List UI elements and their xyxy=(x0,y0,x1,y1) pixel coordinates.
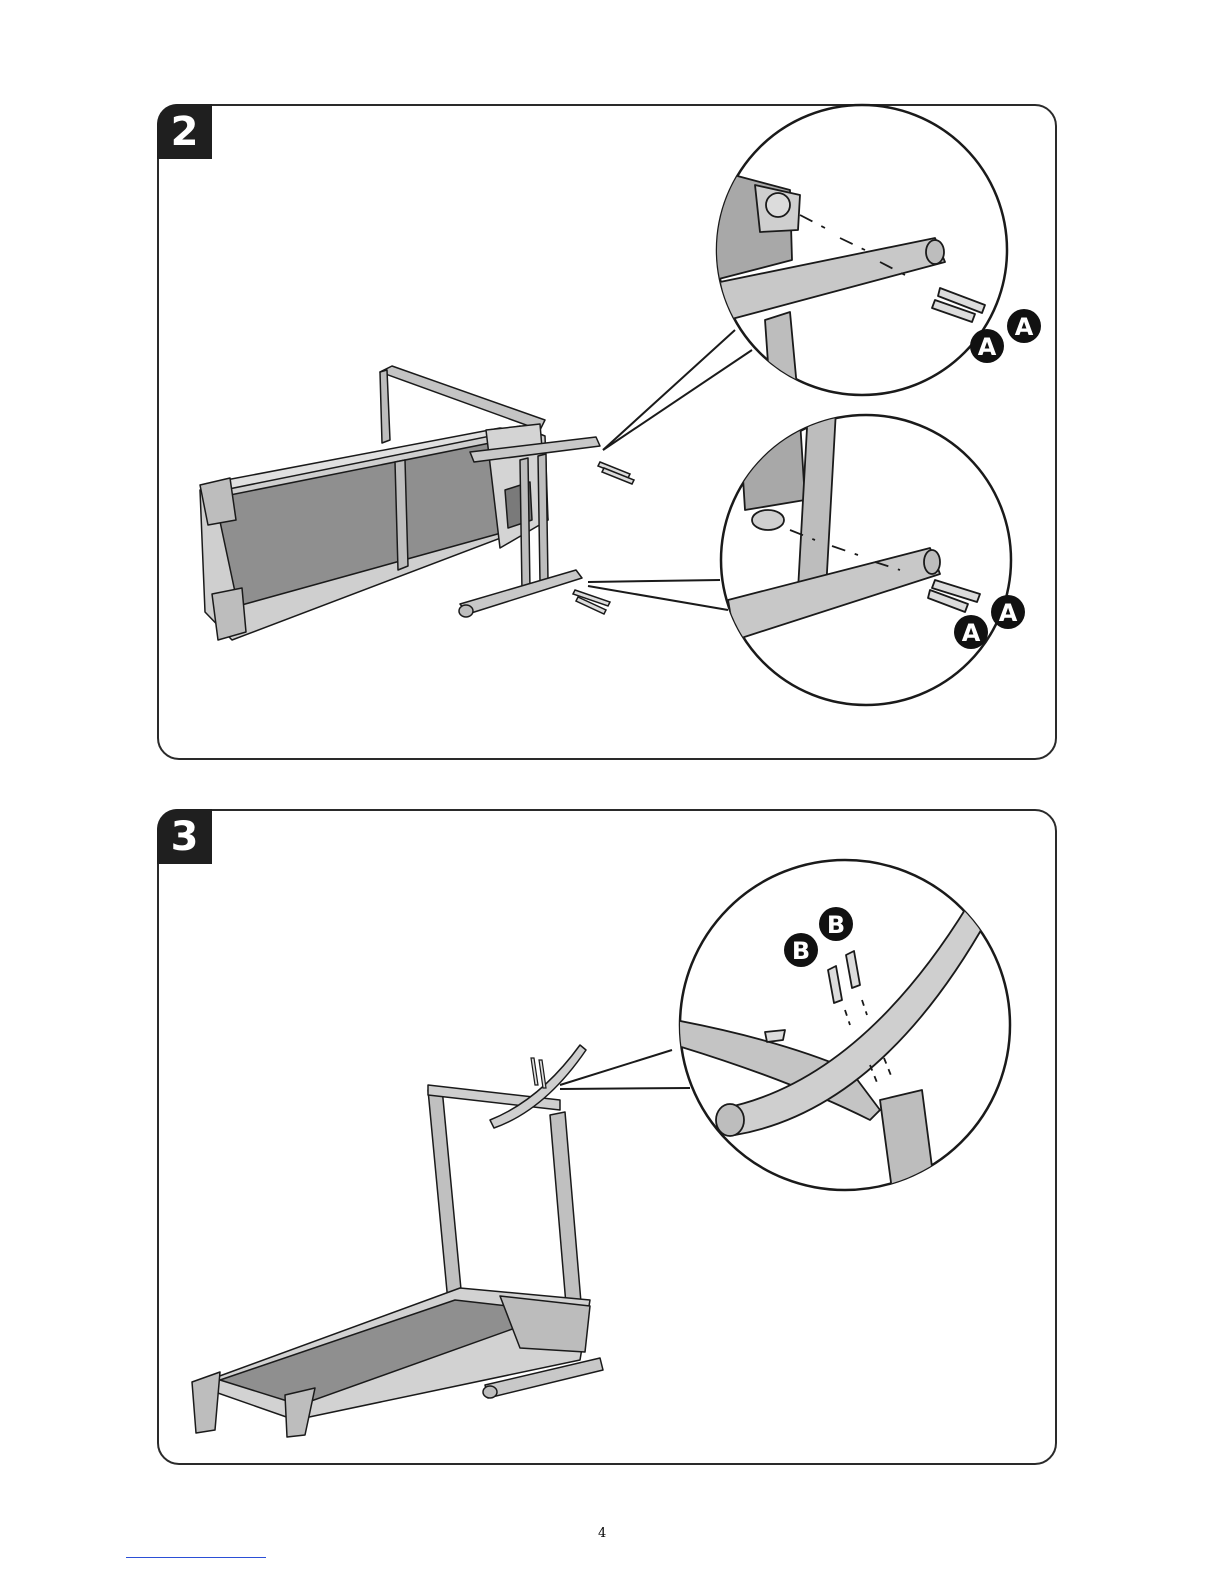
part-callout-b-2: B xyxy=(784,933,818,967)
svg-text:B: B xyxy=(792,937,810,965)
part-callout-b-1: B xyxy=(819,907,853,941)
page-number: 4 xyxy=(598,1526,606,1541)
svg-text:B: B xyxy=(827,911,845,939)
treadmill-upright xyxy=(192,1045,603,1437)
footer-rule xyxy=(126,1557,266,1558)
bolt-pair-b xyxy=(531,1058,546,1088)
